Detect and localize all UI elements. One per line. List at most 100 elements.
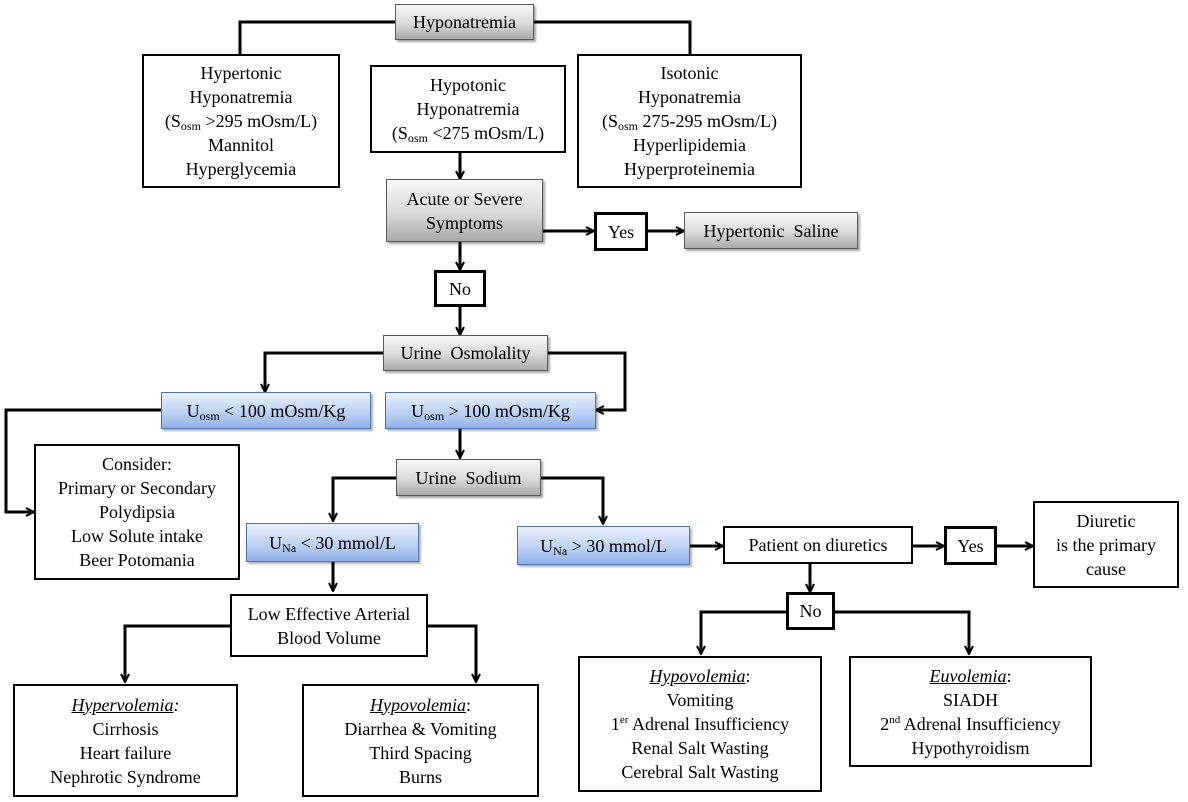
hypovolemia-left-line-2: Diarrhea & Vomiting [344, 718, 497, 739]
hypovolemia-right-line-3: 1er Adrenal Insufficiency [611, 712, 789, 736]
edge-hyponatremia-hypertonic [238, 20, 395, 54]
hypovolemia-left-heading: Hypovolemia [370, 694, 466, 715]
hypertonic-sosm-rest: >295 mOsm/L) [200, 111, 318, 131]
yes-node-diuretics: Yes [944, 526, 997, 565]
hyponatremia-node: Hyponatremia [395, 4, 534, 40]
una-low-rest: < 30 mmol/L [296, 532, 396, 553]
no-node-diuretics: No [786, 592, 835, 630]
euvolemia-l3-sup: nd [889, 713, 901, 726]
isotonic-line-4: Hyperlipidemia [633, 135, 746, 155]
uosm-high-sub: osm [424, 408, 445, 423]
euvolemia-colon: : [1006, 665, 1012, 686]
hypovolemia-right-l3-pre: 1 [610, 714, 620, 734]
hypotonic-node: Hypotonic Hyponatremia (Sosm <275 mOsm/L… [370, 65, 566, 153]
hypertonic-line-5: Hyperglycemia [185, 159, 297, 179]
uosm-low-label: Uosm < 100 mOsm/Kg [187, 399, 346, 423]
una-low-label: UNa < 30 mmol/L [269, 531, 396, 555]
yes-label-acute: Yes [607, 221, 635, 242]
euvolemia-line-4: Hypothyroidism [911, 737, 1030, 758]
hypervolemia-line-2: Cirrhosis [92, 718, 159, 739]
una-high-label: UNa > 30 mmol/L [540, 534, 667, 558]
una-low-sub: Na [282, 540, 297, 555]
consider-line-3: Polydipsia [98, 502, 175, 522]
isotonic-sosm-line: (Sosm 275-295 mOsm/L) [602, 109, 777, 133]
uosm-high-pre: U [411, 400, 425, 421]
acute-line-2: Symptoms [425, 212, 504, 233]
isotonic-sosm-open: (S [601, 111, 618, 131]
hypovolemia-right-line-2: Vomiting [666, 690, 734, 710]
hypotonic-sosm-open: (S [391, 123, 408, 143]
diuretic-cause-line-2: is the primary [1056, 534, 1156, 555]
hypertonic-line-1: Hypertonic [200, 63, 282, 83]
isotonic-line-2: Hyponatremia [638, 87, 741, 107]
hypovolemia-left-line-3: Third Spacing [369, 742, 472, 763]
hypotonic-sosm-line: (Sosm <275 mOsm/L) [392, 121, 544, 145]
uosm-high-rest: > 100 mOsm/Kg [444, 400, 570, 421]
patient-on-diuretics-node: Patient on diuretics [723, 526, 913, 564]
no-label-acute: No [449, 278, 471, 299]
hypovolemia-right-line-4: Renal Salt Wasting [631, 738, 769, 758]
euvolemia-heading: Euvolemia [929, 665, 1007, 686]
uosm-low-rest: < 100 mOsm/Kg [219, 400, 346, 421]
hyponatremia-label: Hyponatremia [413, 12, 516, 32]
consider-node: Consider: Primary or Secondary Polydipsi… [34, 444, 240, 580]
edge-no-hypovolemia [701, 610, 786, 654]
hypovolemia-left-colon: : [465, 694, 471, 715]
hypervolemia-node: Hypervolemia: Cirrhosis Heart failure Ne… [13, 684, 238, 797]
hypovolemia-right-colon: : [745, 666, 751, 686]
hypervolemia-line-3: Heart failure [79, 742, 172, 763]
edge-uosmlow-consider [4, 408, 161, 512]
hypovolemia-right-heading: Hypovolemia [649, 666, 746, 686]
hypovolemia-left-line-4: Burns [398, 766, 442, 787]
yes-node-acute: Yes [594, 212, 648, 251]
diuretic-cause-line-1: Diuretic [1076, 510, 1136, 531]
patient-on-diuretics-label: Patient on diuretics [748, 535, 888, 555]
hypovolemia-right-heading-line: Hypovolemia: [650, 664, 751, 688]
uosm-high-label: Uosm > 100 mOsm/Kg [411, 399, 570, 423]
hypervolemia-colon: : [173, 694, 180, 715]
consider-line-5: Beer Potomania [79, 550, 195, 570]
consider-line-2: Primary or Secondary [58, 478, 216, 498]
hypertonic-sosm-open: (S [164, 111, 181, 131]
hypertonic-line-2: Hyponatremia [189, 87, 293, 107]
hypertonic-line-4: Mannitol [208, 135, 274, 155]
hypovolemia-left-heading-line: Hypovolemia: [370, 693, 471, 717]
uosm-low-node: Uosm < 100 mOsm/Kg [161, 392, 371, 429]
edge-hyponatremia-isotonic [534, 20, 692, 54]
una-low-pre: U [269, 532, 283, 553]
uosm-low-sub: osm [199, 408, 220, 423]
acute-line-1: Acute or Severe [406, 188, 523, 209]
diuretic-cause-node: Diuretic is the primary cause [1033, 501, 1179, 588]
una-low-node: UNa < 30 mmol/L [246, 523, 419, 562]
edge-no-euvolemia [835, 610, 969, 654]
euvolemia-l3-rest: Adrenal Insufficiency [900, 713, 1061, 734]
hypotonic-sosm-rest: <275 mOsm/L) [427, 123, 545, 143]
yes-label-diuretics: Yes [957, 535, 984, 556]
hypervolemia-line-4: Nephrotic Syndrome [50, 766, 201, 787]
hypotonic-sosm-sub: osm [407, 131, 428, 145]
hypovolemia-right-node: Hypovolemia: Vomiting 1er Adrenal Insuff… [578, 656, 822, 792]
euvolemia-line-3: 2nd Adrenal Insufficiency [880, 712, 1061, 736]
hypovolemia-right-l3-sup: er [619, 714, 629, 726]
acute-symptoms-node: Acute or Severe Symptoms [386, 179, 543, 242]
una-high-sub: Na [553, 543, 568, 558]
una-high-pre: U [540, 535, 554, 556]
diuretic-cause-line-3: cause [1086, 558, 1126, 579]
hypertonic-node: Hypertonic Hyponatremia (Sosm >295 mOsm/… [142, 54, 340, 188]
euvolemia-line-2: SIADH [942, 689, 998, 710]
hypervolemia-heading: Hypervolemia [71, 694, 174, 715]
uosm-high-node: Uosm > 100 mOsm/Kg [385, 392, 596, 429]
una-high-rest: > 30 mmol/L [567, 535, 667, 556]
consider-line-1: Consider: [102, 454, 172, 474]
hypotonic-line-2: Hyponatremia [416, 99, 520, 119]
euvolemia-node: Euvolemia: SIADH 2nd Adrenal Insufficien… [849, 656, 1092, 767]
edge-osm-low [265, 351, 383, 392]
uosm-low-pre: U [186, 400, 200, 421]
edge-leabv-hypervolemia [125, 624, 230, 682]
isotonic-node: Isotonic Hyponatremia (Sosm 275-295 mOsm… [577, 54, 802, 188]
isotonic-line-1: Isotonic [660, 63, 719, 83]
urine-osmolality-node: Urine Osmolality [383, 335, 548, 371]
hypotonic-line-1: Hypotonic [430, 75, 506, 95]
